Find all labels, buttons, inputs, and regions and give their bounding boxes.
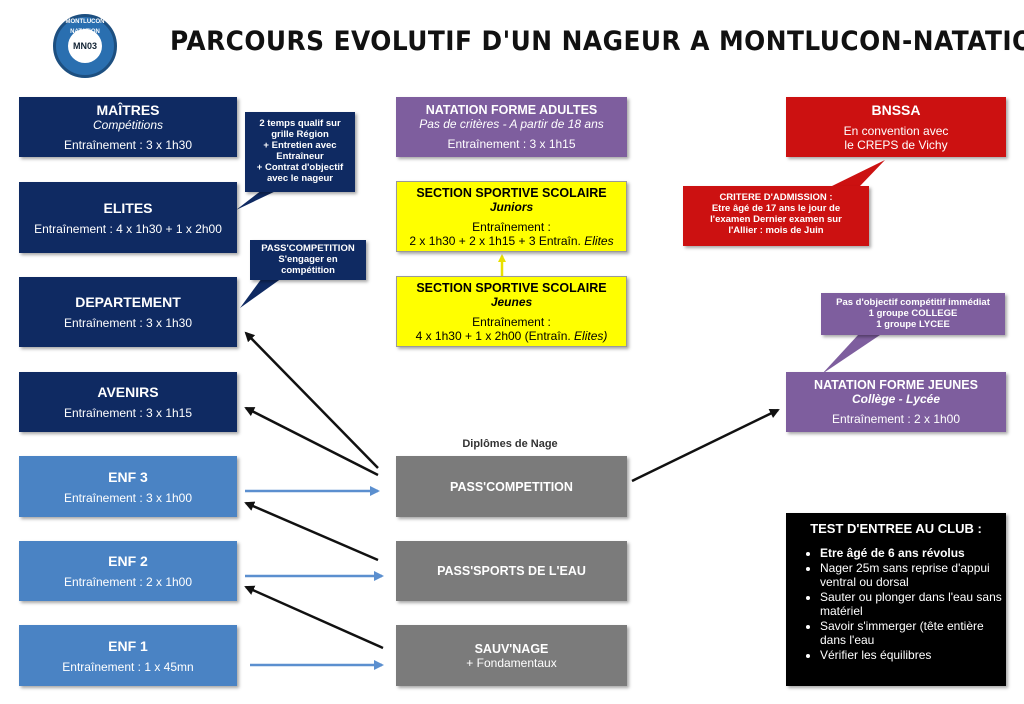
box-passcompetition: PASS'COMPETITION [396,456,627,517]
adultes-training: Entraînement : 3 x 1h15 [447,137,576,151]
jeunes-training: Entraînement : 2 x 1h00 [831,412,961,426]
adultes-subtitle: Pas de critères - A partir de 18 ans [419,117,604,131]
sss-juniors-training-label: Entraînement : [472,219,551,234]
test-item: Sauter ou plonger dans l'eau sans matéri… [820,590,1006,619]
callout-passcomp: PASS'COMPETITION S'engager en compétitio… [250,240,366,280]
callout-tail-elites [236,190,278,210]
enf1-title: ENF 1 [108,637,148,654]
enf2-training: Entraînement : 2 x 1h00 [63,575,193,589]
box-sss-juniors: SECTION SPORTIVE SCOLAIRE Juniors Entraî… [396,181,627,252]
sss-jeunes-training-text: 4 x 1h30 + 1 x 2h00 (Entraîn. [415,328,571,343]
test-item: Vérifier les équilibres [820,648,1006,663]
box-bnssa: BNSSA En convention avec le CREPS de Vic… [786,97,1006,157]
departement-title: DEPARTEMENT [75,294,181,310]
box-test-entree: TEST D'ENTREE AU CLUB : Etre âgé de 6 an… [786,513,1006,686]
sauvnage-title: SAUV'NAGE [474,641,549,656]
arrow-passsports-to-enf3 [244,501,379,562]
passsports-title: PASS'SPORTS DE L'EAU [437,564,586,578]
callout-line: 1 groupe COLLEGE [868,308,958,319]
box-natation-forme-jeunes: NATATION FORME JEUNES Collège - Lycée En… [786,372,1006,432]
page-title: PARCOURS EVOLUTIF D'UN NAGEUR A MONTLUCO… [170,26,1024,57]
callout-tail-passcomp [240,278,282,308]
callout-line: 2 temps qualif sur [259,118,341,129]
test-item: Nager 25m sans reprise d'appui ventral o… [820,561,1006,590]
arrow-sauvnage-to-enf2 [244,585,384,650]
callout-tail-bnssa [832,160,885,186]
box-maitres: MAÎTRES Compétitions Entraînement : 3 x … [19,97,237,157]
maitres-subtitle: Compétitions [92,118,164,132]
sss-jeunes-training-em: Elites) [574,328,608,343]
callout-bnssa-admission: CRITERE D'ADMISSION : Etre âgé de 17 ans… [683,186,869,246]
enf3-title: ENF 3 [108,468,148,485]
maitres-title: MAÎTRES [96,102,160,118]
elites-training: Entraînement : 4 x 1h30 + 1 x 2h00 [34,221,222,236]
sss-jeunes-title: SECTION SPORTIVE SCOLAIRE [416,280,607,295]
callout-line: + Contrat d'objectif [256,162,344,173]
test-list: Etre âgé de 6 ans révolus Nager 25m sans… [786,546,1006,662]
box-departement: DEPARTEMENT Entraînement : 3 x 1h30 [19,277,237,347]
jeunes-title: NATATION FORME JEUNES [814,378,978,392]
sauvnage-subtitle: + Fondamentaux [466,655,557,670]
box-sss-jeunes: SECTION SPORTIVE SCOLAIRE Jeunes Entraîn… [396,276,627,347]
jeunes-subtitle: Collège - Lycée [851,392,941,406]
test-item: Etre âgé de 6 ans révolus [820,546,1006,561]
arrow-passcomp-to-avenirs [244,406,379,477]
test-title: TEST D'ENTREE AU CLUB : [810,521,982,536]
callout-line: avec le nageur [266,173,333,184]
maitres-training: Entraînement : 3 x 1h30 [63,138,193,152]
club-logo: MONTLUCON NATATION MN03 [53,14,117,78]
callout-line: grille Région [271,129,329,140]
box-natation-forme-adultes: NATATION FORME ADULTES Pas de critères -… [396,97,627,157]
arrow-passcomp-to-jeunes [631,408,780,483]
callout-line: + Entretien avec [263,140,337,151]
callout-line: l'examen Dernier examen sur [710,214,842,225]
callout-line: PASS'COMPETITION [261,243,355,254]
bnssa-title: BNSSA [871,102,921,118]
logo-monogram: MN03 [68,29,102,63]
enf2-title: ENF 2 [108,553,148,569]
adultes-title: NATATION FORME ADULTES [425,103,598,117]
sss-jeunes-training-label: Entraînement : [472,314,551,329]
box-avenirs: AVENIRS Entraînement : 3 x 1h15 [19,372,237,432]
callout-line: CRITERE D'ADMISSION : [719,192,833,203]
diplomes-label: Diplômes de Nage [462,438,558,450]
callout-line: compétition [281,265,335,276]
callout-line: Entraîneur [276,151,324,162]
callout-line: S'engager en [278,254,338,265]
avenirs-training: Entraînement : 3 x 1h15 [63,406,193,420]
box-enf1: ENF 1 Entraînement : 1 x 45mn [19,625,237,686]
box-passsports: PASS'SPORTS DE L'EAU [396,541,627,601]
callout-elites-criteria: 2 temps qualif sur grille Région + Entre… [245,112,355,192]
departement-training: Entraînement : 3 x 1h30 [63,316,193,330]
callout-line: Etre âgé de 17 ans le jour de [711,203,841,214]
bnssa-line1: En convention avec [843,124,949,138]
sss-juniors-training-text: 2 x 1h30 + 2 x 1h15 + 3 Entraîn. [409,233,581,248]
sss-jeunes-subtitle: Jeunes [490,294,533,309]
bnssa-line2: le CREPS de Vichy [844,138,948,152]
enf1-training: Entraînement : 1 x 45mn [62,659,194,674]
callout-line: 1 groupe LYCEE [876,319,950,330]
sss-juniors-title: SECTION SPORTIVE SCOLAIRE [416,185,607,200]
sss-jeunes-training: 4 x 1h30 + 1 x 2h00 (Entraîn. Elites) [397,329,626,343]
test-item: Savoir s'immerger (tête entière dans l'e… [820,619,1006,648]
box-enf3: ENF 3 Entraînement : 3 x 1h00 [19,456,237,517]
callout-line: l'Allier : mois de Juin [728,225,824,236]
enf3-training: Entraînement : 3 x 1h00 [63,490,193,505]
passcompetition-title: PASS'COMPETITION [450,479,573,494]
callout-tail-jeunes [822,335,880,374]
callout-line: Pas d'objectif compétitif immédiat [836,297,990,308]
avenirs-title: AVENIRS [97,384,159,400]
sss-juniors-training-em: Elites [584,233,614,248]
callout-jeunes-note: Pas d'objectif compétitif immédiat 1 gro… [821,293,1005,335]
elites-title: ELITES [103,199,153,216]
arrow-passcomp-to-departement [244,331,379,469]
box-sauvnage: SAUV'NAGE + Fondamentaux [396,625,627,686]
sss-juniors-training: 2 x 1h30 + 2 x 1h15 + 3 Entraîn. Elites [397,234,626,248]
sss-juniors-subtitle: Juniors [489,199,534,214]
box-enf2: ENF 2 Entraînement : 2 x 1h00 [19,541,237,601]
box-elites: ELITES Entraînement : 4 x 1h30 + 1 x 2h0… [19,182,237,253]
